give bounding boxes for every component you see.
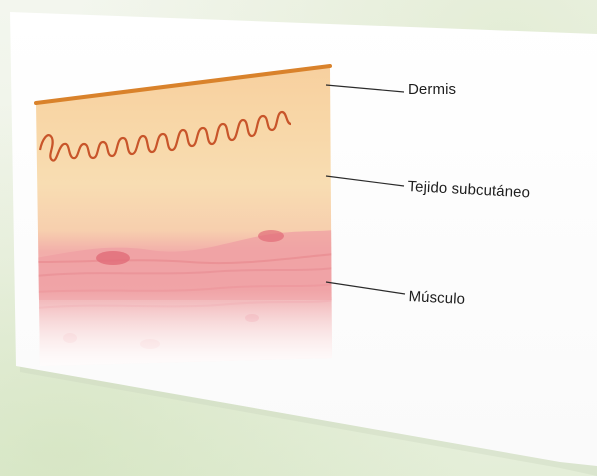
dermis-label: Dermis	[408, 81, 456, 98]
muscle-label: Músculo	[408, 288, 465, 308]
tissue-block	[30, 60, 340, 370]
muscle-cell	[96, 251, 130, 265]
muscle-cell	[258, 230, 284, 242]
